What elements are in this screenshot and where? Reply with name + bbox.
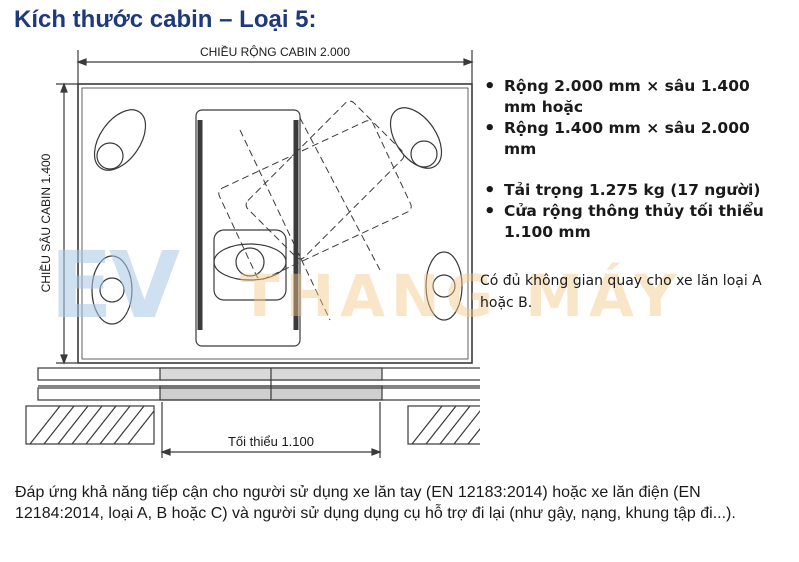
cabin-diagram: CHIỀU RỘNG CABIN 2.000 CHIỀU SÂU CABIN 1…	[25, 44, 480, 458]
accessibility-description: Đáp ứng khả năng tiếp cận cho người sử d…	[15, 484, 736, 522]
page-title: Kích thước cabin – Loại 5:	[14, 6, 317, 33]
spec-item: Tải trọng 1.275 kg (17 người)	[480, 180, 780, 201]
door-width-label: Tối thiểu 1.100	[228, 434, 314, 449]
turning-space-note: Có đủ không gian quay cho xe lăn loại A …	[480, 273, 762, 311]
spec-list: Rộng 2.000 mm × sâu 1.400 mm hoặc Rộng 1…	[480, 76, 780, 243]
cabin-depth-label: CHIỀU SÂU CABIN 1.400	[38, 153, 53, 292]
spec-item: Rộng 1.400 mm × sâu 2.000 mm	[480, 118, 780, 160]
spec-item: Rộng 2.000 mm × sâu 1.400 mm hoặc	[480, 76, 780, 118]
spec-item: Cửa rộng thông thủy tối thiểu 1.100 mm	[480, 201, 780, 243]
cabin-width-label: CHIỀU RỘNG CABIN 2.000	[200, 44, 350, 59]
